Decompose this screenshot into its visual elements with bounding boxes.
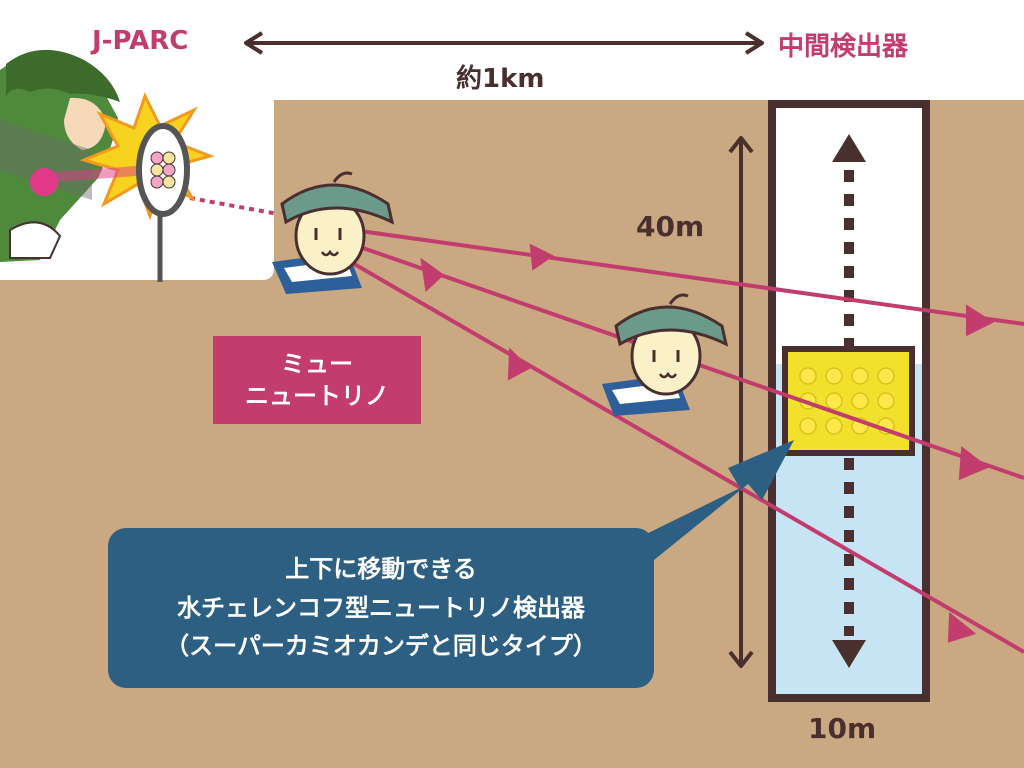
detector-module: [782, 346, 915, 456]
near-detector-label: 中間検出器: [778, 32, 909, 62]
distance-label: 約1km: [456, 64, 545, 94]
callout-line-2: 水チェレンコフ型ニュートリノ検出器: [177, 593, 585, 622]
neutrino-character: [272, 171, 395, 294]
detector-callout: 上下に移動できる 水チェレンコフ型ニュートリノ検出器 （スーパーカミオカンデと同…: [108, 528, 654, 688]
width-label: 10m: [808, 712, 877, 745]
muon-neutrino-line-2: ニュートリノ: [245, 382, 389, 410]
muon-neutrino-line-1: ミュー: [281, 349, 353, 378]
callout-line-1: 上下に移動できる: [285, 555, 477, 584]
neutrino-beams: [189, 196, 1024, 654]
proton-target: [136, 123, 190, 282]
neutrino-character: [602, 293, 729, 416]
callout-pointer: [634, 440, 794, 560]
height-label: 40m: [636, 210, 705, 243]
source-label: J-PARC: [92, 26, 189, 56]
height-arrow: [728, 136, 754, 668]
muon-neutrino-label: ミュー ニュートリノ: [213, 336, 421, 424]
distance-arrow: [244, 31, 764, 55]
callout-line-3: （スーパーカミオカンデと同じタイプ）: [165, 632, 597, 661]
movement-arrow: [832, 134, 866, 668]
